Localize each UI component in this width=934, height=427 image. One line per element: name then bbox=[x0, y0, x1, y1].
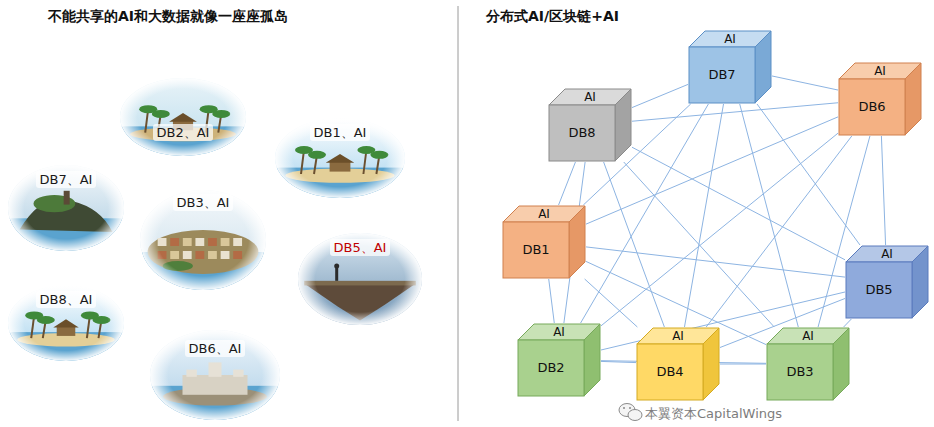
island-node: DB1、AI bbox=[275, 118, 405, 198]
cube-node: AIDB2 bbox=[517, 323, 601, 397]
sky bbox=[8, 165, 124, 251]
cube-top-label: AI bbox=[697, 31, 763, 47]
cube-front-label: DB8 bbox=[549, 105, 615, 161]
cube-side-face bbox=[755, 31, 771, 103]
cube-node: AIDB4 bbox=[636, 327, 720, 401]
island-node: DB3、AI bbox=[140, 190, 266, 290]
island-node: DB7、AI bbox=[8, 165, 124, 251]
mesh-link bbox=[585, 279, 638, 327]
mesh-link bbox=[632, 147, 845, 260]
cube-top-label: AI bbox=[526, 324, 592, 340]
cube-top-label: AI bbox=[511, 206, 577, 222]
cube-side-face bbox=[912, 246, 928, 318]
cube-node: AIDB7 bbox=[688, 30, 772, 104]
cube-top-label: AI bbox=[847, 63, 913, 79]
cube-front-face bbox=[767, 344, 833, 400]
panel-title: 不能共享的AI和大数据就像一座座孤岛 bbox=[48, 8, 288, 26]
mesh-link bbox=[604, 162, 665, 327]
island-label: DB5、AI bbox=[330, 239, 391, 256]
mesh-link bbox=[720, 364, 766, 365]
mesh-link bbox=[772, 76, 838, 90]
wechat-eye bbox=[623, 407, 625, 409]
cube-side-face bbox=[703, 328, 719, 400]
mesh-link bbox=[706, 136, 852, 327]
cube-front-face bbox=[637, 344, 703, 400]
cube-node: AIDB1 bbox=[502, 205, 586, 279]
island-label: DB8、AI bbox=[36, 291, 97, 308]
soft-edge bbox=[298, 233, 422, 325]
soft-edge bbox=[8, 165, 124, 251]
island-node: DB5、AI bbox=[298, 233, 422, 325]
cube-front-face bbox=[846, 262, 912, 318]
panel-divider bbox=[458, 6, 459, 421]
label-holder: 本翼资本CapitalWings bbox=[645, 405, 782, 423]
mesh-link bbox=[601, 292, 845, 350]
cube-front-face bbox=[689, 47, 755, 103]
cube-front-face bbox=[839, 79, 905, 135]
cube-front-face bbox=[549, 105, 615, 161]
island-node: DB8、AI bbox=[8, 285, 124, 361]
cube-node: AIDB6 bbox=[838, 62, 922, 136]
island-node: DB6、AI bbox=[150, 330, 280, 420]
cube-front-face bbox=[503, 222, 569, 278]
panel-title: 分布式AI/区块链+AI bbox=[486, 8, 619, 26]
cube-top-label: AI bbox=[854, 246, 920, 262]
cube-front-label: DB7 bbox=[689, 47, 755, 103]
soft-edge bbox=[140, 190, 266, 290]
cube-side-face bbox=[905, 63, 921, 135]
watermark: 本翼资本CapitalWings bbox=[645, 405, 782, 423]
mesh-link bbox=[586, 247, 845, 277]
label-holder: 分布式AI/区块链+AI bbox=[486, 8, 619, 26]
cube-top-label: AI bbox=[557, 89, 623, 105]
sky bbox=[150, 330, 280, 420]
mesh-link bbox=[549, 279, 555, 323]
soft-edge bbox=[275, 118, 405, 198]
cube-front-label: DB6 bbox=[839, 79, 905, 135]
sky bbox=[140, 190, 266, 290]
mesh-link bbox=[684, 104, 723, 327]
island-picture bbox=[120, 78, 246, 156]
island-label: DB7、AI bbox=[36, 171, 97, 188]
cube-front-label: DB3 bbox=[767, 344, 833, 400]
cube-top-label: AI bbox=[645, 328, 711, 344]
cube-front-label: DB5 bbox=[846, 262, 912, 318]
cube-front-label: DB1 bbox=[503, 222, 569, 278]
island-node: DB2、AI bbox=[120, 78, 246, 156]
island-label: DB2、AI bbox=[153, 124, 214, 141]
sky bbox=[275, 118, 405, 198]
cube-top-label: AI bbox=[775, 328, 841, 344]
title-holder: 不能共享的AI和大数据就像一座座孤岛 bbox=[48, 8, 288, 26]
sky bbox=[8, 285, 124, 361]
cube-node: AIDB8 bbox=[548, 88, 632, 162]
island-label: DB6、AI bbox=[185, 340, 246, 357]
wechat-icon bbox=[619, 404, 642, 421]
cube-node: AIDB3 bbox=[766, 327, 850, 401]
cube-front-label: DB4 bbox=[637, 344, 703, 400]
soft-edge bbox=[150, 330, 280, 420]
sky bbox=[120, 78, 246, 156]
cube-side-face bbox=[615, 89, 631, 161]
cube-front-label: DB2 bbox=[518, 340, 584, 396]
soft-edge bbox=[8, 285, 124, 361]
mesh-link bbox=[586, 261, 766, 344]
sky bbox=[298, 233, 422, 325]
cube-node: AIDB5 bbox=[845, 245, 929, 319]
cube-front-face bbox=[518, 340, 584, 396]
island-label: DB3、AI bbox=[173, 194, 234, 211]
mesh-link bbox=[632, 103, 838, 121]
cube-side-face bbox=[584, 324, 600, 396]
mesh-link bbox=[844, 319, 852, 327]
mesh-link bbox=[624, 162, 775, 327]
soft-edge bbox=[120, 78, 246, 156]
wechat-eye bbox=[629, 407, 631, 409]
mesh-link bbox=[632, 84, 688, 107]
wechat-bubble bbox=[628, 410, 642, 421]
cube-side-face bbox=[833, 328, 849, 400]
island-label: DB1、AI bbox=[310, 124, 371, 141]
mesh-link bbox=[881, 136, 885, 245]
mesh-link bbox=[559, 162, 576, 205]
cube-side-face bbox=[569, 206, 585, 278]
mesh-link bbox=[601, 133, 838, 326]
